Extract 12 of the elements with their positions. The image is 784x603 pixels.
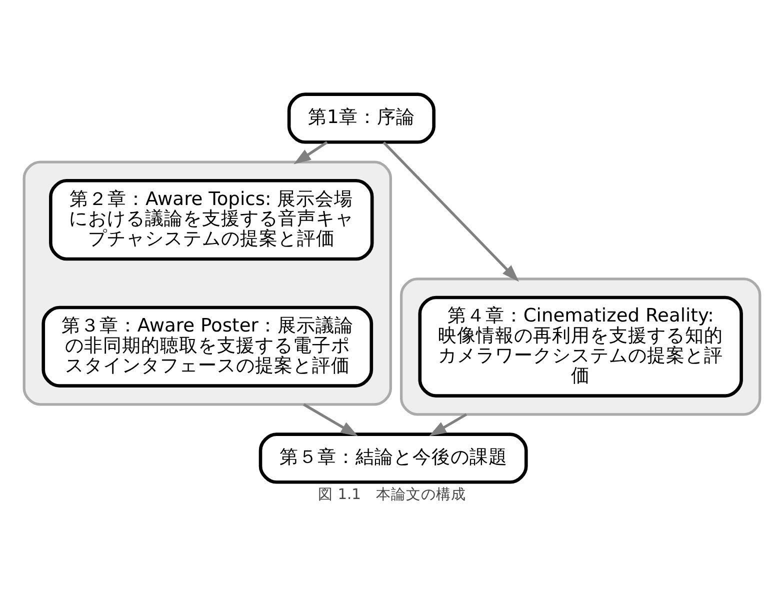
arrow — [303, 403, 358, 436]
node-box: 第1章：序論 — [287, 92, 436, 144]
arrow — [429, 413, 468, 436]
node-box: 第５章：結論と今後の課題 — [258, 432, 528, 484]
cluster — [22, 160, 392, 406]
arrow — [382, 142, 519, 282]
node-box: 第２章：Aware Topics: 展示会場における議論を支援する音声キャプチャシステムの提案と評価 — [49, 178, 374, 261]
node-box: 第３章：Aware Poster：展示議論の非同期的聴取を支援する電子ポスタインタフェースの提案と評価 — [42, 306, 374, 388]
caption: 図 1.1 本論文の構成 — [318, 486, 466, 504]
arrow — [294, 141, 328, 164]
node-box: 第４章：Cinematized Reality: 映像情報の再利用を支援する知的カメラワークシステムの提案と評価 — [418, 296, 743, 398]
cluster — [400, 278, 762, 416]
